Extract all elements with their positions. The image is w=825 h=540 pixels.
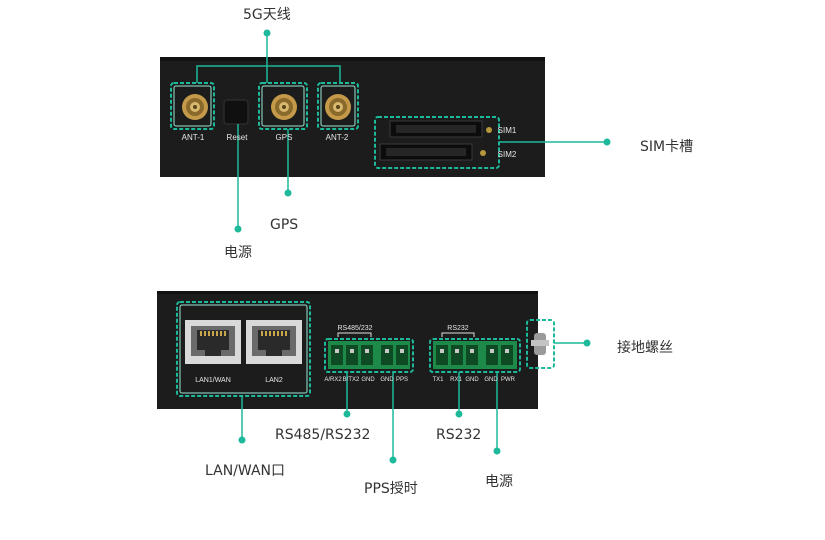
gps-connector [271,94,297,120]
pin-label: PWR [501,377,516,383]
sim2-silk: SIM2 [498,150,517,159]
callout-top-power: 电源 [224,245,252,261]
callout-ground-screw: 接地螺丝 [617,340,673,356]
top-leader-lines [196,33,607,229]
ant1-highlight [170,82,215,130]
top-panel [160,29,611,233]
ant2-connector [325,94,351,120]
lan1-silk: LAN1/WAN [195,377,231,384]
callout-5g-antenna: 5G天线 [243,7,291,23]
gps-highlight [258,82,308,130]
pin-label: RX1 [450,377,462,383]
callout-bottom-power: 电源 [485,474,513,490]
callout-pps: PPS授时 [364,481,418,497]
sim1-silk: SIM1 [498,126,517,135]
reset-silk: Reset [227,133,249,142]
callout-rs232: RS232 [436,427,482,443]
sim1-led [486,127,492,133]
ant2-highlight [317,82,359,130]
sim2-led [480,150,486,156]
ant2-silk: ANT-2 [326,133,349,142]
rs232-highlight [429,338,521,373]
lan2-port [246,320,302,364]
callout-sim-slot: SIM卡槽 [640,139,694,155]
rs485-terminal-block [328,341,410,369]
ant1-connector [182,94,208,120]
pin-label: B/TX2 [343,377,360,383]
callout-rs485-rs232: RS485/RS232 [275,427,371,443]
top-leader-dots [234,29,611,233]
pin-label: PPS [396,377,408,383]
lan2-silk: LAN2 [265,377,283,384]
pin-label: GND [380,377,394,383]
ant1-silk: ANT-1 [182,133,205,142]
ground-screw [531,333,549,355]
callout-lan-wan: LAN/WAN口 [205,463,286,479]
pin-label: A/RX2 [324,377,342,383]
group1-title-silk: RS485/232 [337,325,372,332]
pin-label: GND [361,377,375,383]
bottom-leader-lines [241,342,587,460]
group2-title-silk: RS232 [447,325,469,332]
lan-highlight [176,301,311,397]
callout-gps: GPS [270,217,299,233]
pin-label: GND [484,377,498,383]
rs232-terminal-block [433,341,517,369]
gps-silk: GPS [276,133,293,142]
bottom-panel [157,291,591,464]
lan1-port [185,320,241,364]
reset-button [223,99,249,125]
bottom-leader-dots [238,339,591,464]
pin-label: TX1 [432,377,444,383]
pin-label: GND [465,377,479,383]
rs485-highlight [324,338,414,373]
